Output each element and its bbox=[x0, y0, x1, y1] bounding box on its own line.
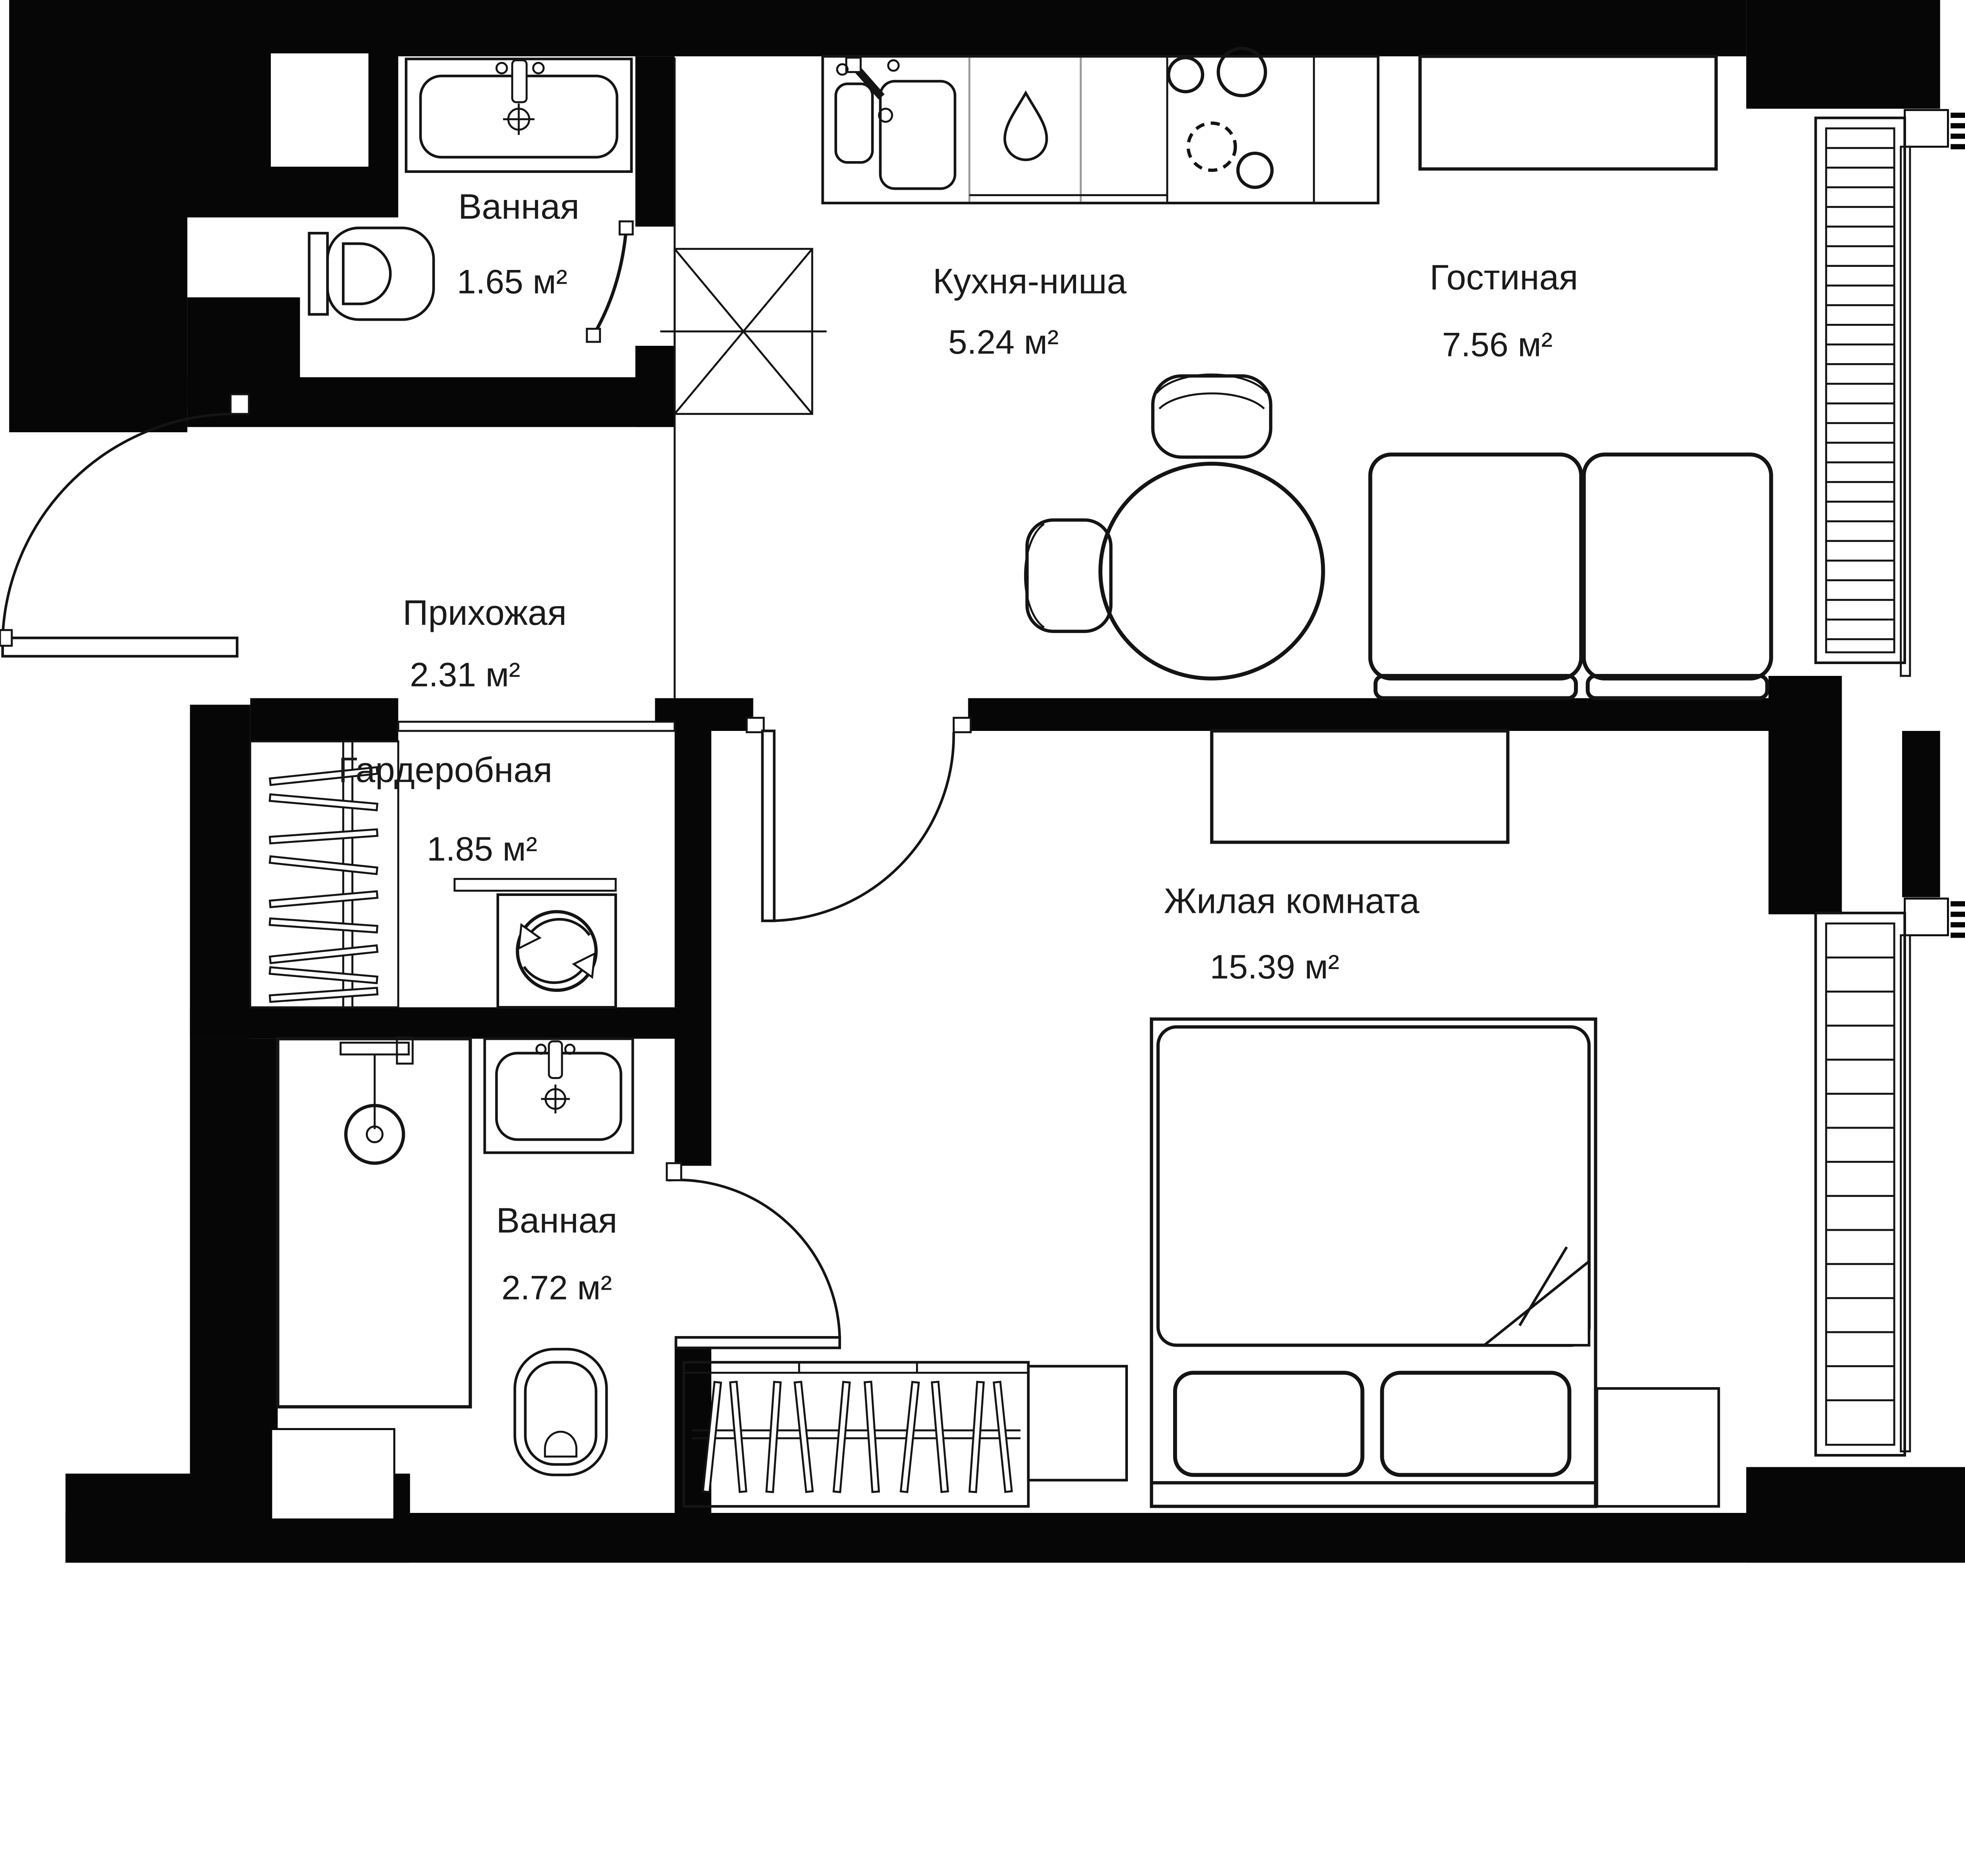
room-bathroom-bottom: Ванная 2.72 м² bbox=[276, 1036, 841, 1476]
shaft-niche-bottom-left bbox=[270, 1428, 395, 1521]
label-living-name: Гостиная bbox=[1430, 258, 1578, 297]
label-hallway-area: 2.31 м² bbox=[410, 656, 520, 694]
dresser bbox=[1210, 729, 1510, 844]
nightstand-right bbox=[1596, 1387, 1720, 1508]
wall-divider-living-bedroom bbox=[968, 698, 1770, 731]
label-wardrobe-name: Гардеробная bbox=[338, 751, 552, 790]
wall-bath1-right-upper bbox=[635, 56, 675, 227]
wall-bath1-bottom bbox=[187, 377, 675, 427]
window-bedroom bbox=[1814, 912, 1906, 1457]
label-bathroom-bottom-area: 2.72 м² bbox=[501, 1269, 612, 1307]
pillow-left bbox=[1173, 1371, 1364, 1477]
wall-bottom bbox=[65, 1513, 1965, 1563]
label-living-area: 7.56 м² bbox=[1442, 326, 1552, 364]
entrance-door bbox=[0, 393, 250, 658]
room-living: Гостиная 7.56 м² bbox=[1024, 55, 1773, 700]
wardrobe-entry-threshold bbox=[397, 721, 676, 732]
wall-wardrobe-top bbox=[250, 698, 399, 742]
toilet-icon bbox=[513, 1348, 608, 1476]
water-drop-icon bbox=[1003, 90, 1048, 161]
blanket-fold bbox=[1480, 1259, 1590, 1347]
wall-bottom-step-right bbox=[1746, 1467, 1965, 1563]
pillow-right bbox=[1380, 1371, 1572, 1477]
floor-plan: Ванная 1.65 м² bbox=[0, 0, 1965, 1563]
window-living bbox=[1814, 116, 1906, 664]
facade-hatch-mid-right bbox=[1950, 901, 1965, 938]
window-bedroom-glazing-bars bbox=[1826, 956, 1894, 1401]
door-bathroom-top bbox=[586, 220, 634, 343]
label-kitchen-name: Кухня-ниша bbox=[933, 262, 1127, 301]
window-living-glazing-bars bbox=[1826, 147, 1894, 641]
window-reveal-top-right bbox=[1904, 109, 1949, 148]
walls bbox=[9, 0, 1965, 1563]
kitchen-counter bbox=[821, 55, 1379, 204]
vent-shaft-icon bbox=[660, 248, 827, 415]
wall-wardrobe-bottom bbox=[190, 1007, 676, 1039]
living-storage-block bbox=[1418, 55, 1718, 171]
room-bathroom-top: Ванная 1.65 м² bbox=[308, 57, 634, 343]
door-bedroom bbox=[746, 717, 972, 922]
room-kitchen: Кухня-ниша 5.24 м² bbox=[660, 47, 1379, 698]
label-bathroom-top-name: Ванная bbox=[458, 187, 579, 227]
wall-bath1-right-lower bbox=[635, 346, 675, 427]
wall-right-mid-pier bbox=[1902, 731, 1940, 898]
nightstand-left bbox=[1027, 1365, 1128, 1482]
toilet-icon bbox=[308, 226, 435, 321]
bed bbox=[1150, 1017, 1598, 1508]
window-reveal-mid-right bbox=[1904, 898, 1949, 936]
label-hallway-name: Прихожая bbox=[403, 593, 567, 633]
shower-icon bbox=[276, 1036, 472, 1409]
facade-hatch-top-right bbox=[1950, 112, 1965, 149]
room-bedroom: Жилая комната 15.39 м² bbox=[682, 717, 1720, 1508]
door-bathroom-bottom bbox=[666, 1162, 841, 1349]
chair-left bbox=[1024, 518, 1113, 633]
sink-icon bbox=[483, 1037, 634, 1154]
wardrobe-rail-icon bbox=[702, 1380, 1013, 1493]
wall-topright-corner bbox=[1746, 0, 1940, 109]
bedroom-wardrobe bbox=[682, 1361, 1030, 1508]
label-bathroom-bottom-name: Ванная bbox=[496, 1201, 617, 1241]
label-bedroom-area: 15.39 м² bbox=[1210, 948, 1339, 986]
sink-icon bbox=[405, 57, 633, 173]
wall-wardrobe-left bbox=[190, 705, 250, 1039]
label-bathroom-top-area: 1.65 м² bbox=[457, 263, 567, 301]
wardrobe-rail-icon bbox=[268, 766, 379, 1003]
wall-top bbox=[186, 0, 1746, 57]
wall-left-upper bbox=[9, 0, 187, 432]
wall-right-mid-column bbox=[1768, 676, 1842, 914]
round-table bbox=[1098, 462, 1325, 681]
label-bedroom-name: Жилая комната bbox=[1164, 881, 1420, 921]
shaft-niche-top-left bbox=[269, 51, 371, 169]
closet-unit bbox=[249, 740, 399, 1008]
kitchen-sink-icon bbox=[834, 57, 957, 190]
label-kitchen-area: 5.24 м² bbox=[948, 323, 1059, 361]
chair-top bbox=[1151, 373, 1273, 459]
room-wardrobe: Гардеробная 1.85 м² bbox=[249, 740, 617, 1009]
wall-bedroom-left-upper bbox=[674, 731, 711, 1166]
wall-bath2-left bbox=[190, 1039, 278, 1474]
washing-machine-icon bbox=[454, 878, 617, 1009]
room-hallway: Прихожая 2.31 м² bbox=[0, 393, 676, 732]
wall-niches bbox=[269, 51, 1965, 1521]
floor-plan-canvas: Ванная 1.65 м² bbox=[0, 0, 1965, 1563]
label-wardrobe-area: 1.85 м² bbox=[427, 830, 537, 868]
sofa bbox=[1368, 452, 1773, 700]
stove-icon bbox=[1167, 47, 1274, 189]
